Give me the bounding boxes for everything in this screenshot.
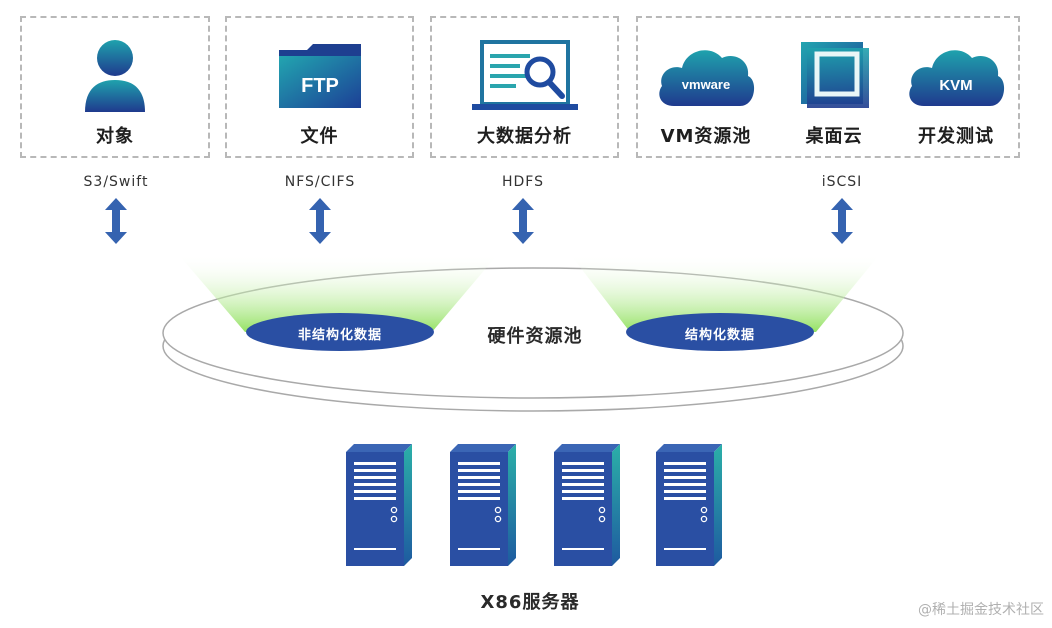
vmware-icon-text: vmware [682,77,730,92]
vm-pool-label: VM资源池 [660,126,752,147]
server-rack-1 [346,444,412,566]
bigdata-cell: 大数据分析 [432,18,617,156]
unstructured-data-label: 非结构化数据 [297,328,382,343]
double-arrow-icon [512,198,534,244]
kvm-cell: KVM 开发测试 [894,18,1018,156]
desktop-cloud-label: 桌面云 [805,126,863,147]
x86-servers-label: X86服务器 [480,592,580,613]
bigdata-box: 大数据分析 [430,16,619,158]
analytics-monitor-icon [471,40,578,110]
unstructured-glow [178,254,498,332]
kvm-cloud-icon: KVM [909,50,1005,106]
server-rack-2 [450,444,516,566]
file-label: 文件 [300,126,339,147]
ftp-folder-icon: FTP [278,44,361,108]
server-rack-4 [656,444,722,566]
bigdata-label: 大数据分析 [477,126,572,147]
object-storage-box: 对象 [20,16,210,158]
unstructured-data-pill [246,313,434,351]
double-arrow-icon [309,198,331,244]
hdfs-protocol: HDFS [501,174,544,190]
hardware-pool-label: 硬件资源池 [487,326,583,347]
double-arrow-icon [105,198,127,244]
structured-data-pill [626,313,814,351]
double-arrow-icon [831,198,853,244]
vmware-cloud-icon: vmware [659,50,755,106]
desktop-cloud-icon [801,42,869,108]
s3-swift-protocol: S3/Swift [83,174,149,190]
ftp-icon-text: FTP [301,75,339,97]
desktop-cloud-cell: 桌面云 [774,18,894,156]
file-storage-box: FTP 文件 [225,16,414,158]
object-label: 对象 [96,126,134,147]
watermark: @稀土掘金技术社区 [918,602,1044,618]
vm-cell: vmware VM资源池 [638,18,774,156]
structured-data-label: 结构化数据 [684,328,755,343]
structured-glow [570,254,880,332]
object-cell: 对象 [22,18,208,156]
user-icon [85,40,145,112]
iscsi-protocol: iSCSI [821,174,863,190]
kvm-icon-text: KVM [939,77,972,94]
nfs-cifs-protocol: NFS/CIFS [284,174,356,190]
file-cell: FTP 文件 [227,18,412,156]
virtualization-box: vmware VM资源池 桌面云 KVM 开发测试 [636,16,1020,158]
dev-test-label: 开发测试 [918,126,994,147]
server-rack-3 [554,444,620,566]
